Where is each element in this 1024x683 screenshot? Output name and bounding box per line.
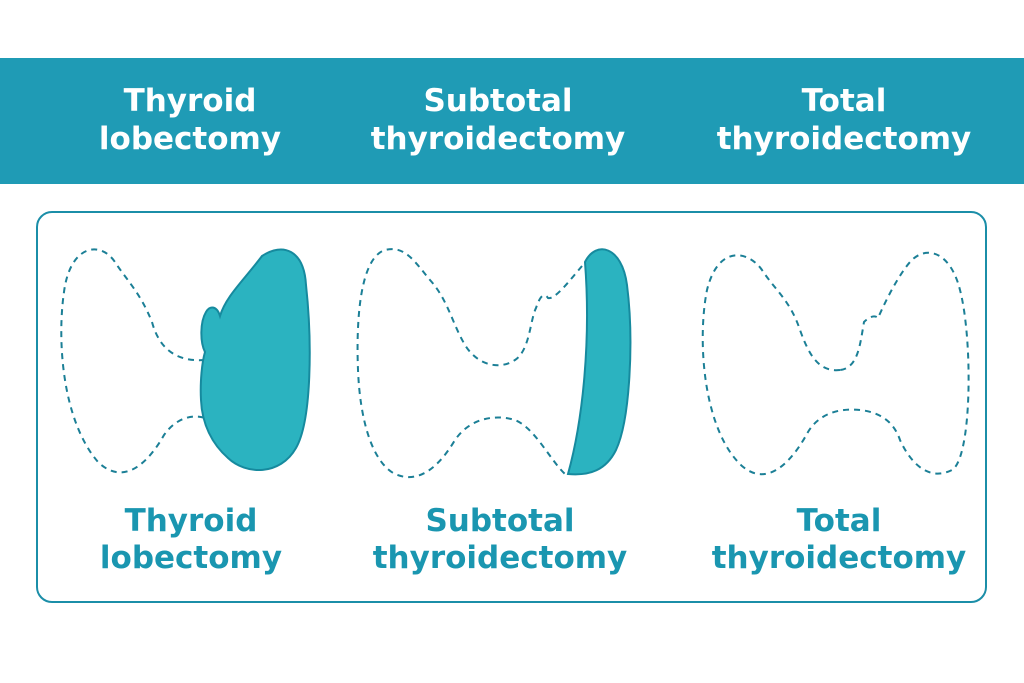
total-dashed-outline [701, 251, 970, 476]
subtotal-resected-segment [566, 248, 632, 476]
caption-lobectomy: Thyroid lobectomy [99, 503, 283, 576]
header-title-subtotal: Subtotal thyroidectomy [370, 83, 626, 157]
lobectomy-dashed-outline [60, 248, 206, 474]
header-title-lobectomy: Thyroid lobectomy [98, 83, 282, 157]
caption-subtotal: Subtotal thyroidectomy [372, 503, 628, 576]
diagram-panel [36, 211, 987, 603]
lobectomy-resected-lobe [199, 248, 311, 471]
header-band [0, 58, 1024, 184]
header-title-total: Total thyroidectomy [716, 83, 972, 157]
caption-total: Total thyroidectomy [711, 503, 967, 576]
subtotal-dashed-outline [356, 248, 583, 479]
